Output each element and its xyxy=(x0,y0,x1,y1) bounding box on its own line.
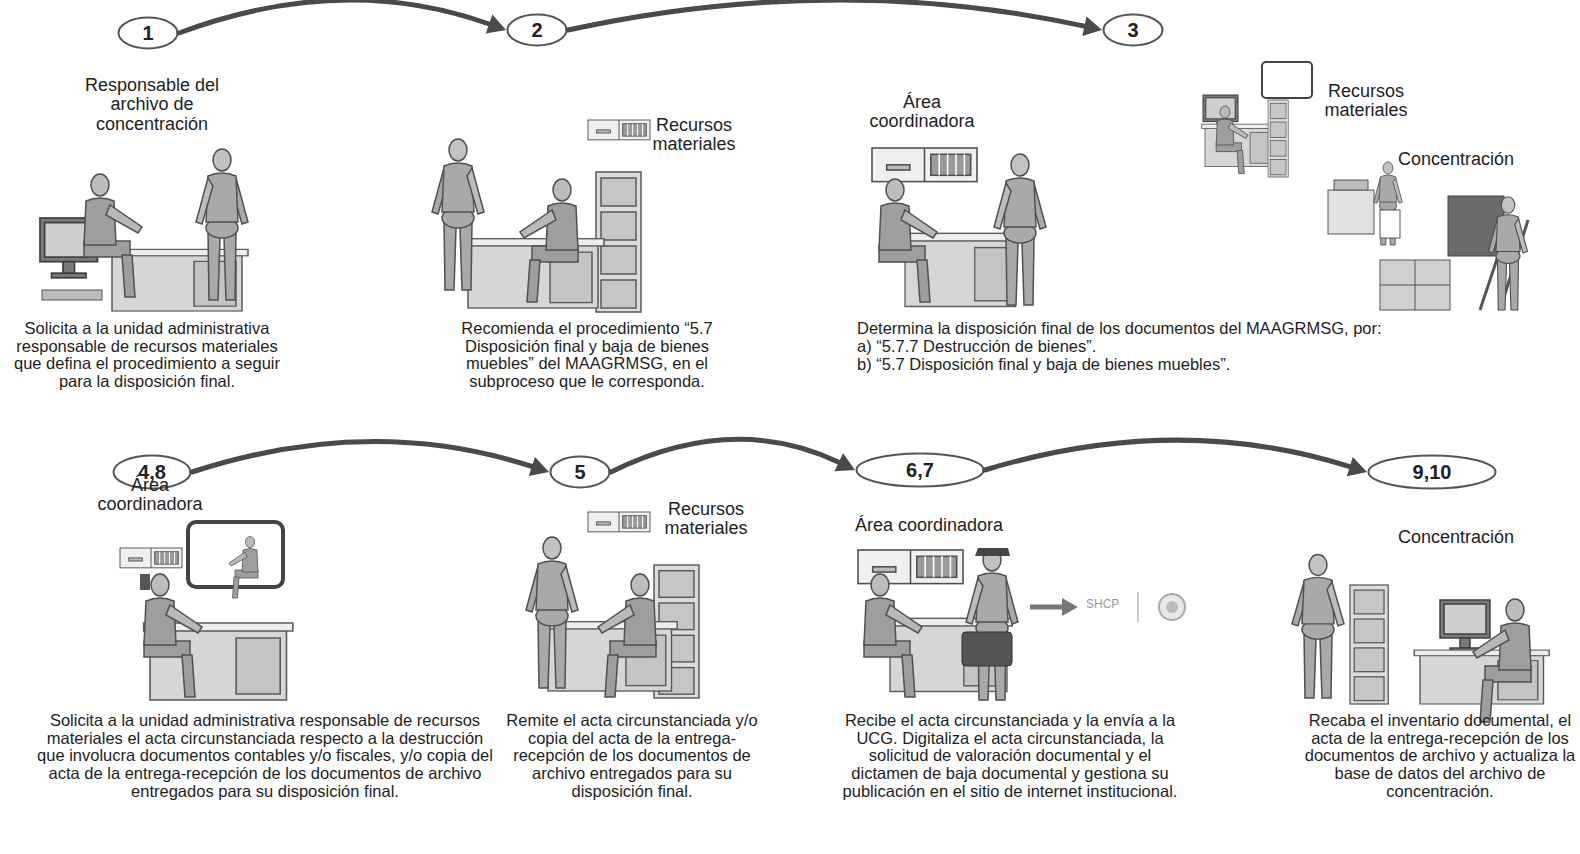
filing-cabinet xyxy=(1350,585,1388,704)
flow-arrow xyxy=(985,440,1367,476)
step-description: Solicita a la unidad administrativa resp… xyxy=(5,320,290,391)
step-description: Recaba el inventario documental, el acta… xyxy=(1300,712,1580,800)
actor-label: Recursos materiales xyxy=(651,500,761,539)
actor-label: Recursos materiales xyxy=(1311,82,1421,121)
copier xyxy=(1328,190,1374,234)
step-description: Remite el acta circunstanciada y/o copia… xyxy=(501,712,763,800)
standing-figure xyxy=(1374,162,1403,245)
arrow-line xyxy=(179,0,489,33)
wall-shelf xyxy=(588,512,650,532)
step-number: 3 xyxy=(1127,19,1138,42)
courier-bag xyxy=(962,632,1012,666)
step-description: Determina la disposición final de los do… xyxy=(857,320,1577,338)
seated-figure xyxy=(144,574,202,697)
step-number: 2 xyxy=(531,19,542,42)
arrow-head xyxy=(486,15,506,34)
arrow-head xyxy=(834,453,855,471)
step-oval: 3 xyxy=(1102,13,1164,47)
oval-shape xyxy=(551,457,610,488)
step-oval: 1 xyxy=(117,16,179,50)
oval-shape xyxy=(508,15,567,46)
standing-figure xyxy=(432,139,484,290)
oval-shape xyxy=(119,18,178,49)
flow-arrow xyxy=(192,442,549,476)
step-oval: 9,10 xyxy=(1367,454,1497,490)
seated-figure xyxy=(879,179,937,302)
monitor xyxy=(1440,600,1490,652)
wall-shelf xyxy=(120,548,182,568)
arrow-head xyxy=(529,457,549,476)
standing-figure xyxy=(994,154,1046,305)
actor-label: Área coordinadora xyxy=(857,93,987,132)
arrow-line xyxy=(192,442,532,472)
standing-figure xyxy=(526,537,578,688)
oval-shape xyxy=(857,454,984,487)
arrow-line xyxy=(568,0,1084,30)
arrow-head xyxy=(1082,16,1102,36)
arrow-line xyxy=(611,439,839,472)
logo-text: SHCP xyxy=(1086,598,1136,611)
seated-figure xyxy=(1473,599,1531,722)
seated-figure xyxy=(84,174,142,297)
flow-arrow xyxy=(568,0,1102,36)
step-description: a) “5.7.7 Destrucción de bienes”. xyxy=(857,338,1557,356)
step-description: Solicita a la unidad administrativa resp… xyxy=(35,712,495,800)
flow-arrow xyxy=(611,439,855,472)
step-description: b) “5.7 Disposición final y baja de bien… xyxy=(857,356,1557,374)
seated-figure xyxy=(864,574,922,697)
standing-figure xyxy=(196,149,248,300)
oval-shape xyxy=(1369,456,1496,489)
standing-figure xyxy=(1292,555,1344,698)
send-arrow-head xyxy=(1062,598,1078,616)
step-number: 5 xyxy=(574,461,585,484)
wall-shelf xyxy=(588,120,650,140)
monitor-stand xyxy=(42,290,102,300)
actor-label: Área coordinadora xyxy=(95,476,205,515)
wall-shelf xyxy=(872,148,977,182)
step-oval: 6,7 xyxy=(855,452,985,488)
courier-cap xyxy=(975,548,1010,556)
step-number: 6,7 xyxy=(906,459,934,482)
seated-figure xyxy=(520,179,578,302)
actor-label: Recursos materiales xyxy=(639,116,749,155)
actor-label: Área coordinadora xyxy=(855,516,1055,535)
logo-divider xyxy=(1137,592,1139,622)
oval-shape xyxy=(1104,15,1163,46)
courier-figure xyxy=(966,549,1018,700)
copier-lid xyxy=(1334,180,1368,190)
step-description: Recomienda el procedimiento “5.7 Disposi… xyxy=(437,320,737,391)
actor-label: Concentración xyxy=(1398,528,1568,547)
step-description: Recibe el acta circunstanciada y la enví… xyxy=(840,712,1180,800)
emblem xyxy=(1159,594,1185,620)
step-number: 1 xyxy=(142,22,153,45)
filing-cabinet xyxy=(1268,100,1288,177)
send-arrow xyxy=(1030,605,1064,610)
seated-figure xyxy=(229,537,258,599)
actor-label: Responsable del archivo de concentración xyxy=(77,76,227,134)
box-stack xyxy=(1380,260,1450,310)
actor-label: Concentración xyxy=(1398,150,1568,169)
document xyxy=(1380,210,1400,238)
step-number: 9,10 xyxy=(1413,461,1452,484)
arrow-line xyxy=(985,440,1350,470)
seated-figure xyxy=(598,574,656,697)
step-oval: 5 xyxy=(549,455,611,489)
video-screen xyxy=(1262,62,1312,98)
emblem-center xyxy=(1166,601,1178,613)
step-oval: 2 xyxy=(506,13,568,47)
seated-figure xyxy=(1216,106,1248,174)
phone xyxy=(140,574,150,590)
box-line xyxy=(1415,260,1416,310)
flow-arrow xyxy=(179,0,506,33)
standing-figure xyxy=(1489,197,1528,310)
arrow-head xyxy=(1347,457,1367,476)
